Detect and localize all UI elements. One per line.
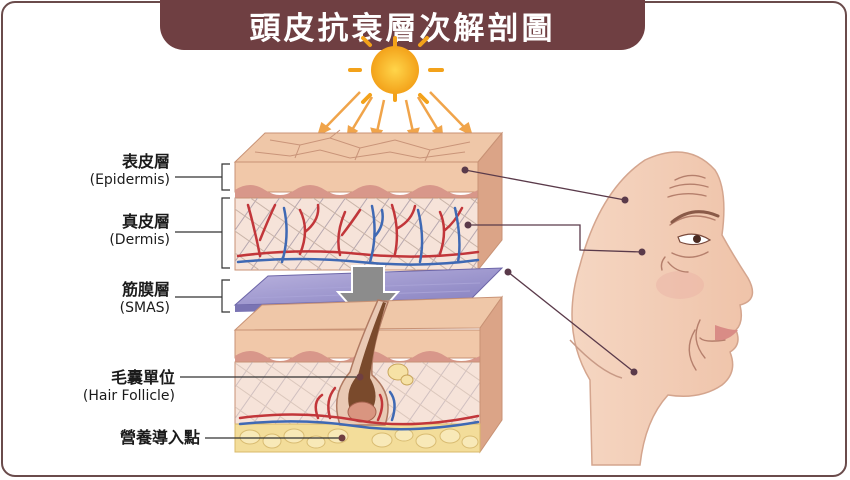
label-nutrient-zh: 營養導入點 bbox=[119, 428, 200, 447]
label-dermis: 真皮層 (Dermis) bbox=[48, 212, 170, 249]
label-follicle-en: (Hair Follicle) bbox=[82, 388, 175, 404]
basal-layer bbox=[235, 185, 478, 200]
skin-surface-cracks bbox=[254, 129, 471, 162]
label-follicle-zh: 毛囊單位 bbox=[110, 368, 175, 387]
label-nutrient-point: 營養導入點 bbox=[90, 428, 200, 447]
nutrient-marker bbox=[338, 434, 346, 442]
upper-skin-block bbox=[233, 129, 504, 272]
label-smas-en: (SMAS) bbox=[119, 300, 170, 316]
fat-cells bbox=[239, 428, 479, 449]
label-hair-follicle: 毛囊單位 (Hair Follicle) bbox=[30, 368, 175, 405]
collagen-mesh bbox=[235, 198, 478, 270]
face-wrinkles bbox=[660, 174, 726, 371]
face-profile bbox=[569, 151, 754, 466]
sun-icon bbox=[348, 36, 444, 104]
label-epidermis: 表皮層 (Epidermis) bbox=[48, 152, 170, 189]
label-epidermis-en: (Epidermis) bbox=[89, 172, 170, 188]
lips bbox=[715, 325, 738, 341]
label-epidermis-zh: 表皮層 bbox=[121, 152, 170, 171]
label-smas-zh: 筋膜層 bbox=[121, 280, 170, 299]
label-dermis-en: (Dermis) bbox=[109, 232, 170, 248]
label-leaders bbox=[175, 163, 358, 439]
label-dermis-zh: 真皮層 bbox=[121, 212, 170, 231]
hair-follicle bbox=[335, 299, 414, 426]
diagram-title: 頭皮抗衰層次解剖圖 bbox=[249, 10, 556, 47]
lower-skin-block bbox=[233, 295, 503, 454]
epidermis-layer bbox=[234, 161, 479, 193]
title-banner: 頭皮抗衰層次解剖圖 bbox=[160, 0, 645, 50]
eyebrow bbox=[670, 210, 720, 224]
connector-dots bbox=[461, 166, 646, 376]
face-connectors bbox=[464, 169, 643, 373]
label-smas: 筋膜層 (SMAS) bbox=[48, 280, 170, 317]
follicle-marker bbox=[356, 373, 364, 381]
dermis-blood-vessels bbox=[236, 203, 480, 266]
lower-blood-vessels bbox=[238, 386, 480, 431]
